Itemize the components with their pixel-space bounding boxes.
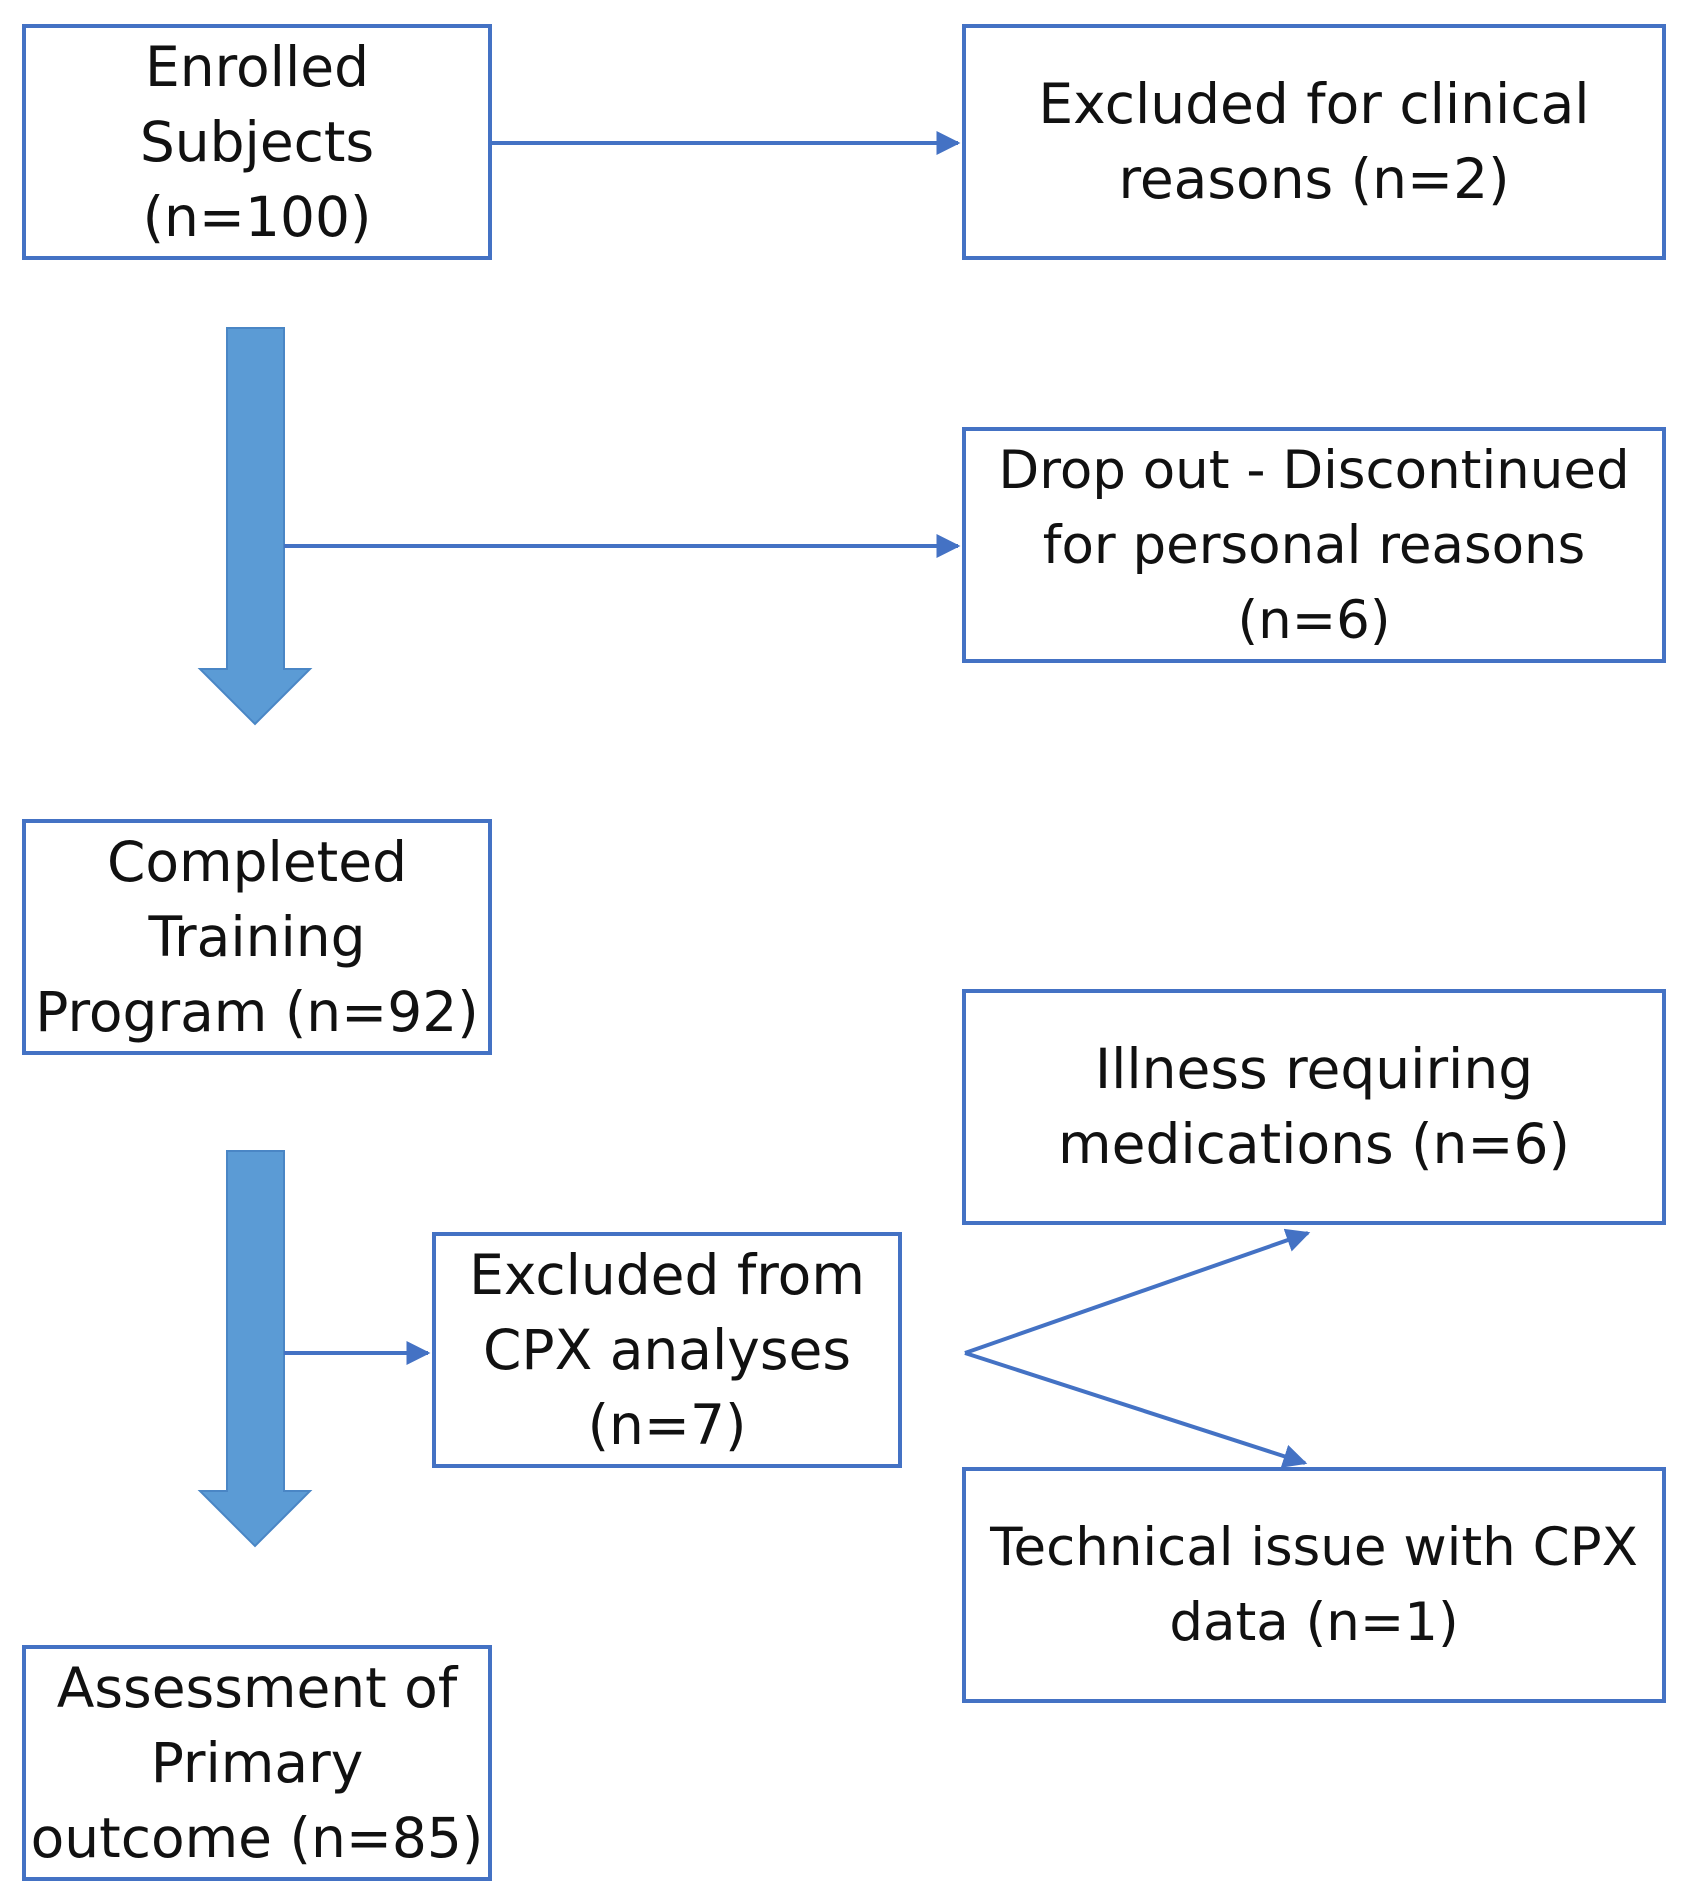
excluded-cpx-line-3: (n=7) bbox=[587, 1392, 747, 1457]
dropout-line-3: (n=6) bbox=[1237, 589, 1391, 651]
technical-line-2: data (n=1) bbox=[1169, 1592, 1459, 1653]
dropout-box: Drop out - Discontinued for personal rea… bbox=[962, 427, 1666, 663]
arrow-to-technical bbox=[964, 1351, 1308, 1468]
excluded-clinical-line-2: reasons (n=2) bbox=[1118, 147, 1510, 211]
technical-issue-box: Technical issue with CPX data (n=1) bbox=[962, 1467, 1666, 1703]
assessment-line-1: Assessment of bbox=[56, 1655, 458, 1720]
excluded-clinical-box: Excluded for clinical reasons (n=2) bbox=[962, 24, 1666, 260]
completed-line-3: Program (n=92) bbox=[35, 979, 479, 1044]
illness-line-1: Illness requiring bbox=[1094, 1037, 1534, 1101]
completed-line-2: Training bbox=[148, 904, 366, 969]
excluded-clinical-line-1: Excluded for clinical bbox=[1038, 72, 1590, 136]
excluded-cpx-box: Excluded from CPX analyses (n=7) bbox=[432, 1232, 902, 1468]
enrolled-line-2: Subjects bbox=[139, 109, 375, 174]
dropout-line-2: for personal reasons bbox=[1042, 514, 1586, 576]
arrow-to-illness bbox=[964, 1228, 1311, 1355]
completed-line-1: Completed bbox=[107, 829, 407, 894]
block-arrow-down-1 bbox=[197, 327, 313, 726]
enrolled-line-1: Enrolled bbox=[145, 34, 369, 99]
dropout-line-1: Drop out - Discontinued bbox=[998, 439, 1630, 501]
enrolled-subjects-box: Enrolled Subjects (n=100) bbox=[22, 24, 492, 260]
block-arrow-down-2 bbox=[197, 1150, 313, 1548]
assessment-primary-outcome-box: Assessment of Primary outcome (n=85) bbox=[22, 1645, 492, 1881]
technical-line-1: Technical issue with CPX bbox=[990, 1517, 1638, 1578]
illness-box: Illness requiring medications (n=6) bbox=[962, 989, 1666, 1225]
assessment-line-3: outcome (n=85) bbox=[30, 1805, 484, 1870]
completed-training-box: Completed Training Program (n=92) bbox=[22, 819, 492, 1055]
assessment-line-2: Primary bbox=[150, 1730, 364, 1795]
excluded-cpx-line-1: Excluded from bbox=[469, 1242, 865, 1307]
excluded-cpx-line-2: CPX analyses bbox=[483, 1317, 851, 1382]
enrolled-line-3: (n=100) bbox=[142, 184, 372, 249]
illness-line-2: medications (n=6) bbox=[1058, 1112, 1570, 1176]
